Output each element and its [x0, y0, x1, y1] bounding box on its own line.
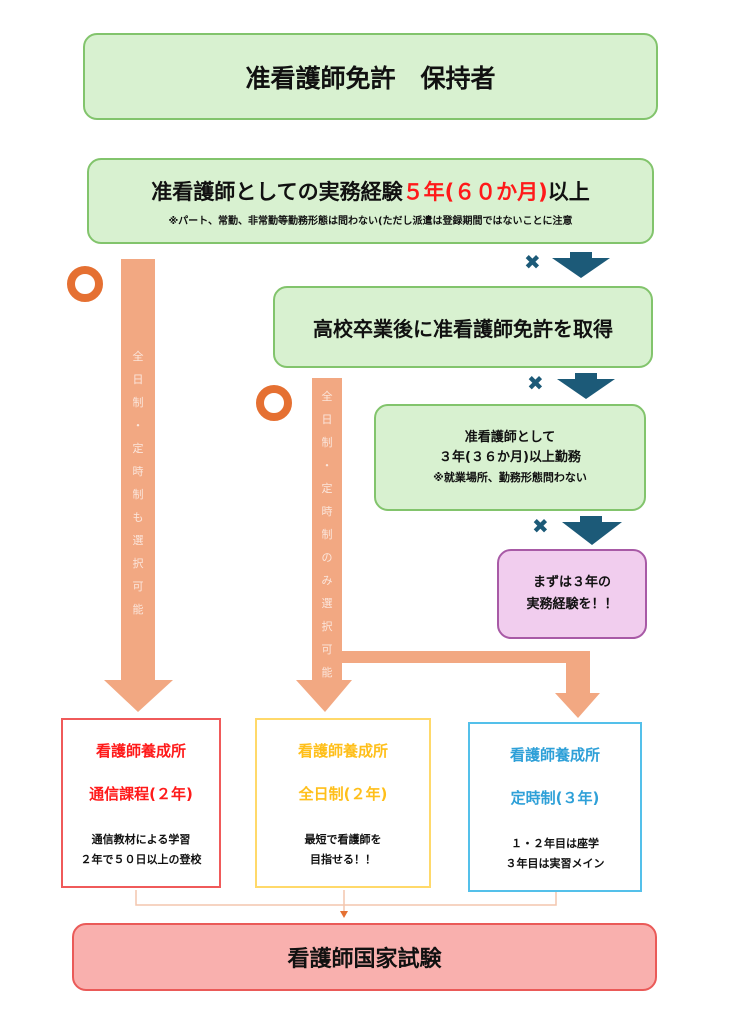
- arrow-label-char: 能: [132, 603, 144, 616]
- arrow-label-char: 可: [321, 643, 333, 656]
- x-mark-icon: ✖: [527, 371, 544, 395]
- blue-down-arrow-2: [557, 373, 615, 399]
- arrow-label-char: 可: [132, 580, 144, 593]
- left-down-arrow: [104, 259, 173, 712]
- gain-line1: まずは３年の: [532, 575, 611, 590]
- x-mark-icon: ✖: [532, 514, 549, 538]
- work-three-years-box: 准看護師として ３年(３６か月)以上勤務 ※就業場所、勤務形態問わない: [374, 404, 646, 511]
- x-mark-icon: ✖: [524, 250, 541, 274]
- school-desc1: 最短で看護師を: [304, 833, 382, 846]
- arrow-label-char: 選: [132, 534, 144, 547]
- experience-note: ※パート、常勤、非常勤等勤務形態は問わない(ただし派遣は登録期間ではないことに注…: [168, 215, 573, 227]
- experience-title-suffix: 以上: [547, 179, 590, 204]
- school-desc2: ３年目は実習メイン: [505, 857, 605, 870]
- circle-ok-icon: [256, 385, 292, 421]
- arrow-label-char: の: [321, 551, 333, 564]
- arrow-label-char: 時: [132, 465, 144, 478]
- blue-down-arrow-3: [562, 516, 622, 545]
- arrow-label-char: 択: [321, 620, 333, 633]
- circle-ok-icon: [67, 266, 103, 302]
- middle-arrow-label: 全日制・定時制のみ選択可能: [312, 385, 342, 684]
- arrow-label-char: 時: [321, 505, 333, 518]
- exam-connector: [135, 890, 557, 912]
- national-exam-title: 看護師国家試験: [287, 947, 442, 972]
- highschool-license-box: 高校卒業後に准看護師免許を取得: [273, 286, 653, 368]
- arrow-label-char: 日: [132, 373, 144, 386]
- arrow-label-char: 全: [132, 350, 144, 363]
- work-line2: ３年(３６か月)以上勤務: [439, 449, 581, 465]
- arrow-label-char: 選: [321, 597, 333, 610]
- arrow-label-char: 定: [321, 482, 333, 495]
- arrow-label-char: 日: [321, 413, 333, 426]
- experience-title-highlight: ５年(６０か月): [402, 179, 548, 204]
- school-box-fulltime: 看護師養成所 全日制(２年) 最短で看護師を 目指せる！！: [255, 718, 431, 888]
- highschool-license-title: 高校卒業後に准看護師免許を取得: [313, 316, 613, 341]
- left-arrow-label: 全日制・定時制も選択可能: [121, 345, 155, 621]
- school-desc2: ２年で５０日以上の登校: [80, 853, 202, 866]
- arrow-label-char: 制: [321, 436, 333, 449]
- arrow-label-char: み: [321, 574, 333, 587]
- school-course: 全日制(２年): [298, 785, 388, 803]
- gain-line2: 実務経験を！！: [526, 597, 618, 612]
- experience-box: 准看護師としての実務経験５年(６０か月)以上 ※パート、常勤、非常勤等勤務形態は…: [87, 158, 654, 244]
- experience-title-prefix: 准看護師としての実務経験: [151, 179, 403, 204]
- arrow-label-char: 定: [132, 442, 144, 455]
- work-line3: ※就業場所、勤務形態問わない: [433, 470, 587, 484]
- school-box-correspondence: 看護師養成所 通信課程(２年) 通信教材による学習 ２年で５０日以上の登校: [61, 718, 221, 888]
- experience-title: 准看護師としての実務経験５年(６０か月)以上: [151, 176, 590, 206]
- school-title: 看護師養成所: [509, 746, 600, 764]
- work-line1: 准看護師として: [464, 429, 556, 445]
- arrow-label-char: 制: [321, 528, 333, 541]
- gain-experience-box: まずは３年の 実務経験を！！: [497, 549, 647, 639]
- blue-down-arrow-1: [552, 252, 610, 278]
- school-desc1: １・２年目は座学: [511, 837, 599, 850]
- exam-connector-arrowhead: [340, 911, 348, 918]
- arrow-label-char: 全: [321, 390, 333, 403]
- school-course: 定時制(３年): [510, 789, 600, 807]
- school-title: 看護師養成所: [297, 742, 388, 760]
- middle-down-arrow: [296, 378, 352, 712]
- arrow-label-char: 能: [321, 666, 333, 679]
- license-holder-title: 准看護師免許 保持者: [245, 63, 496, 93]
- school-title: 看護師養成所: [95, 742, 186, 760]
- national-exam-box: 看護師国家試験: [72, 923, 657, 991]
- arrow-label-char: 制: [132, 488, 144, 501]
- license-holder-box: 准看護師免許 保持者: [83, 33, 658, 120]
- school-box-parttime: 看護師養成所 定時制(３年) １・２年目は座学 ３年目は実習メイン: [468, 722, 642, 892]
- arrow-label-char: も: [132, 511, 144, 524]
- arrow-label-char: 択: [132, 557, 144, 570]
- school-course: 通信課程(２年): [89, 785, 193, 803]
- arrow-label-char: ・: [132, 419, 144, 432]
- arrow-label-char: 制: [132, 396, 144, 409]
- branch-right-arrow: [342, 651, 600, 718]
- arrow-label-char: ・: [321, 459, 333, 472]
- school-desc2: 目指せる！！: [310, 853, 376, 866]
- school-desc1: 通信教材による学習: [91, 833, 191, 846]
